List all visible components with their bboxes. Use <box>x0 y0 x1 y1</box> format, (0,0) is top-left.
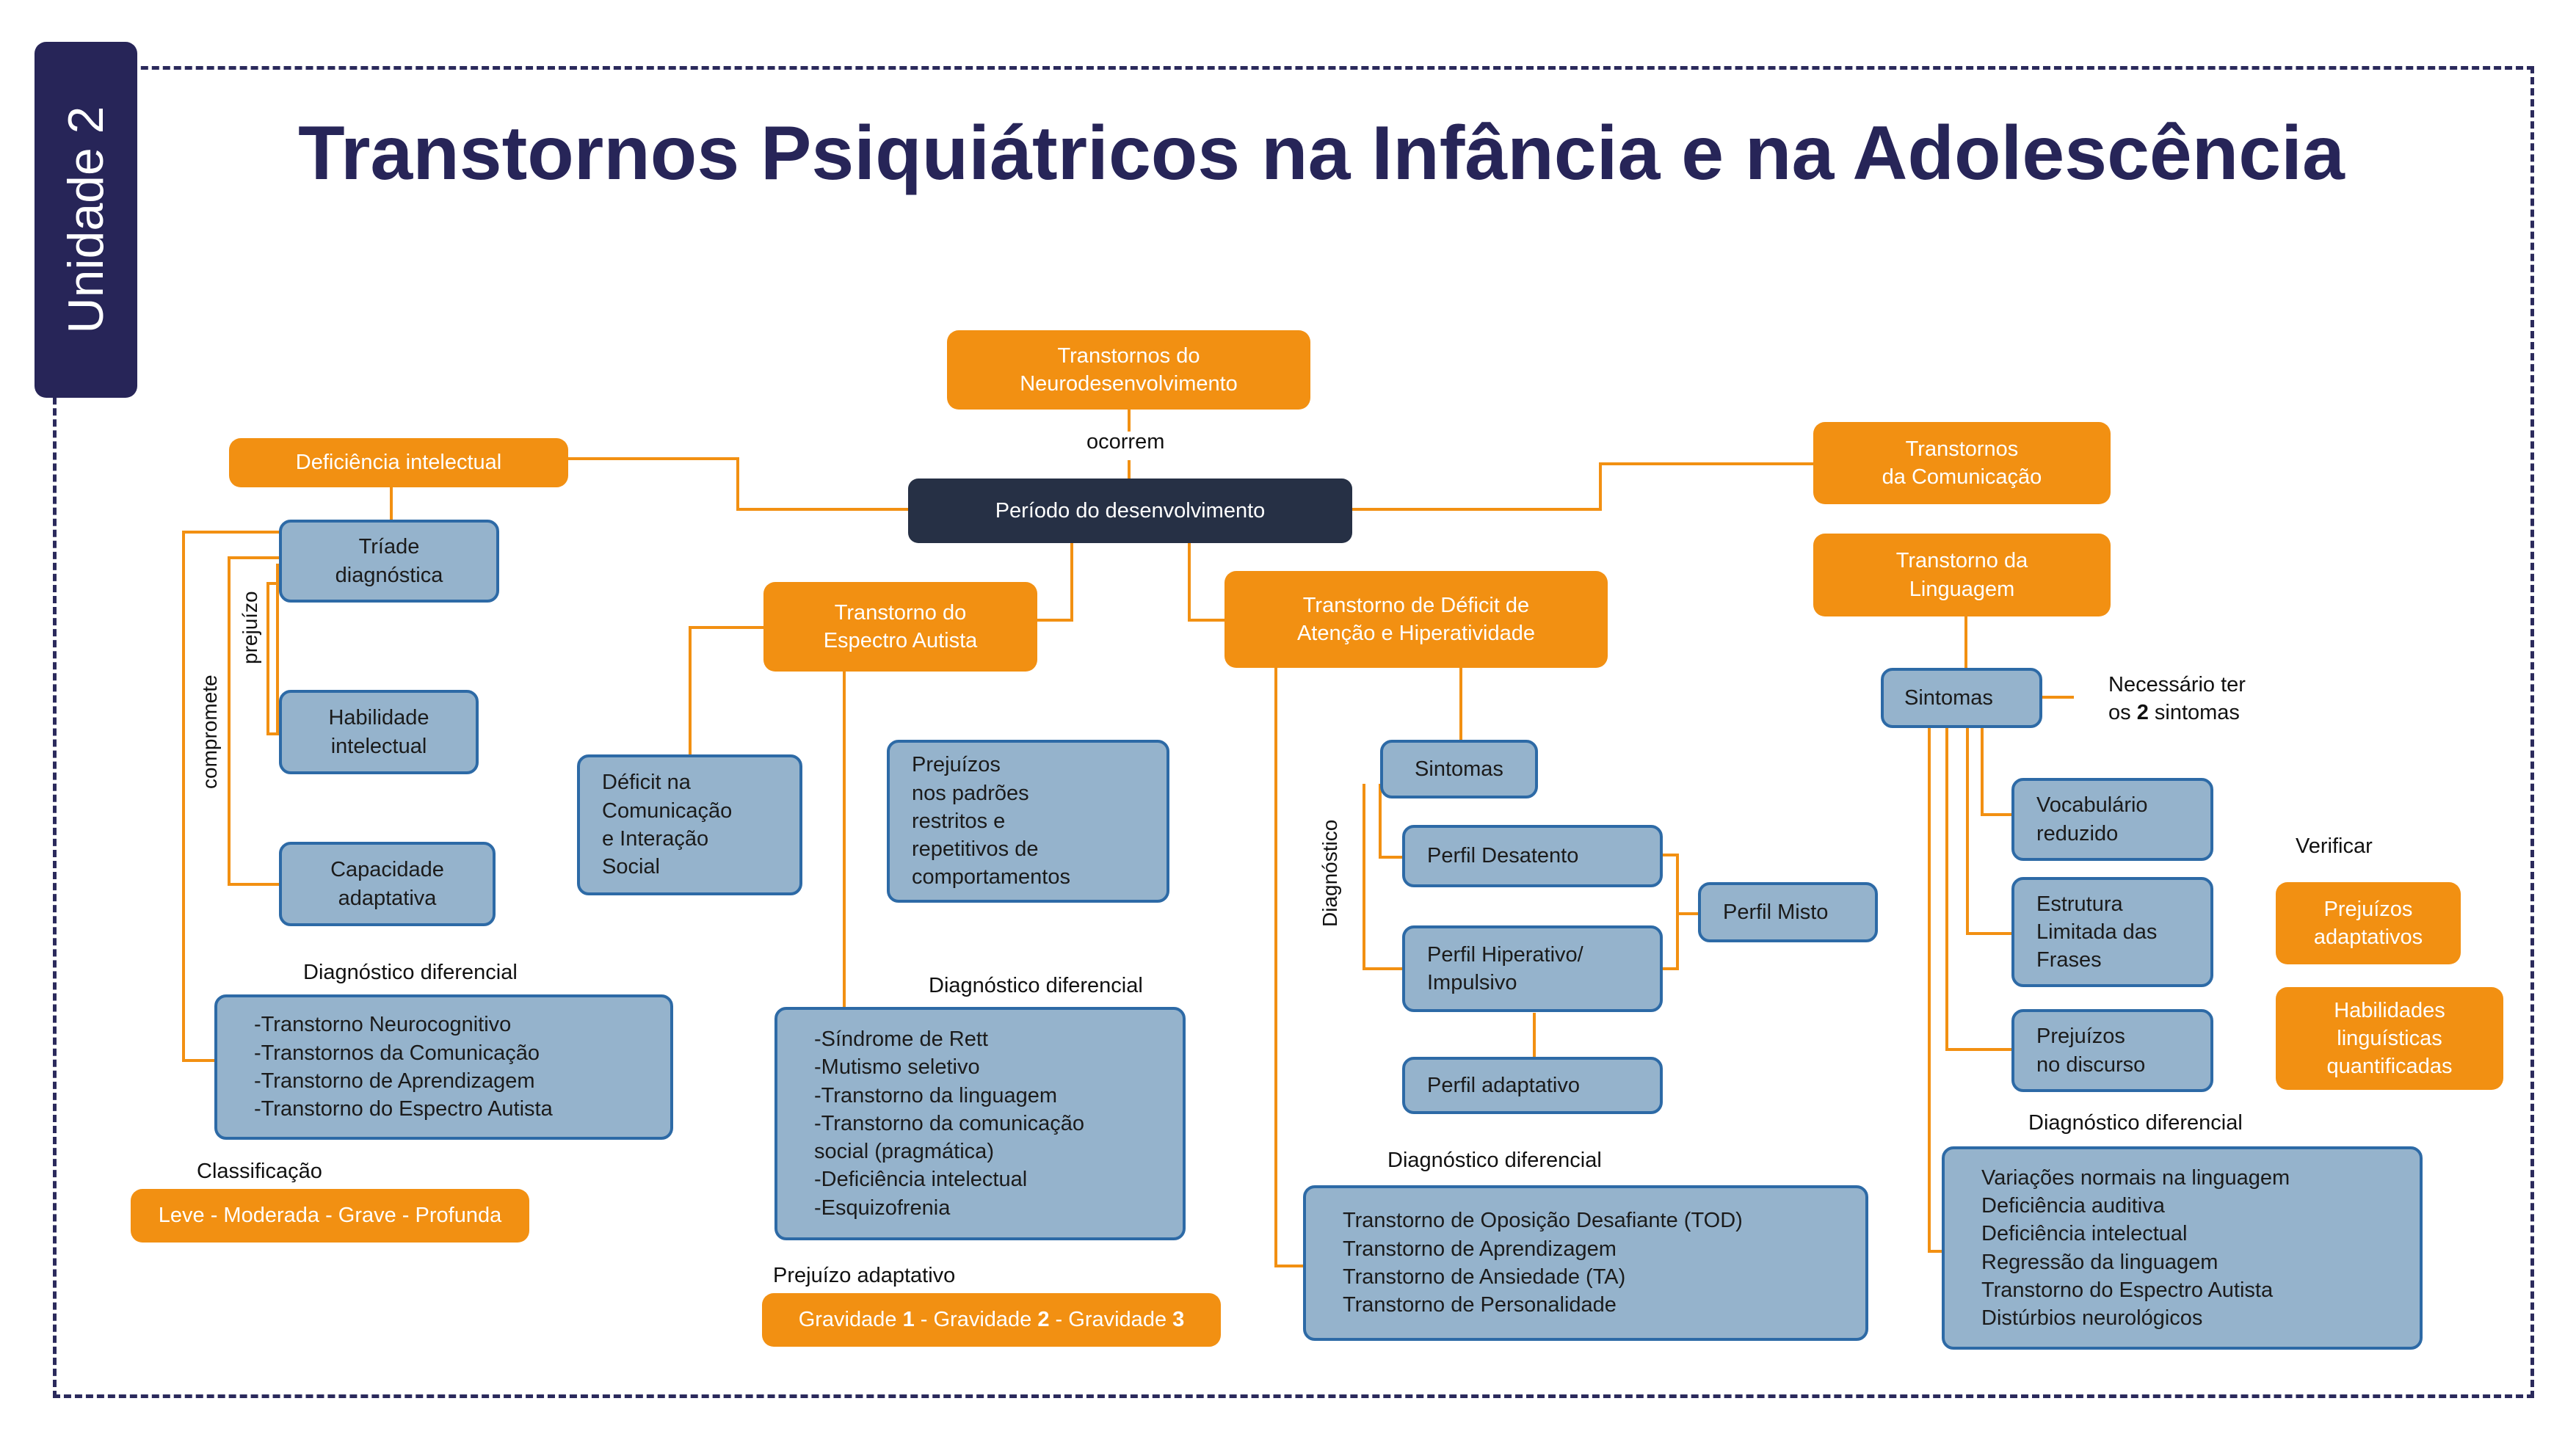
line-sintomas-hiper <box>1363 784 1402 970</box>
line-profiles-bracket <box>1663 854 1679 970</box>
transtornos-comunicacao-box: Transtornos da Comunicação <box>1813 422 2111 504</box>
di-dd-label: Diagnóstico diferencial <box>303 961 518 984</box>
vocabulario-box: Vocabulário reduzido <box>2011 778 2213 861</box>
line-sintomas-vocab <box>1981 727 2011 816</box>
prejuizos-discurso-box: Prejuízos no discurso <box>2011 1009 2213 1092</box>
perfil-hiperativo-box: Perfil Hiperativo/ Impulsivo <box>1402 925 1663 1012</box>
tdah-sintomas-box: Sintomas <box>1380 740 1538 798</box>
line-tea-deficit <box>689 626 763 756</box>
gravidade-box: Gravidade 1 - Gravidade 2 - Gravidade 3 <box>762 1293 1221 1347</box>
classificacao-label: Classificação <box>197 1160 322 1183</box>
prejuizo-label: prejuízo <box>239 591 261 664</box>
ocorrem-label: ocorrem <box>1086 430 1165 454</box>
perfil-misto-box: Perfil Misto <box>1698 882 1878 942</box>
line-sintomas-estrutura <box>1966 727 2011 935</box>
capacidade-adaptativa-box: Capacidade adaptativa <box>279 842 496 926</box>
tea-box: Transtorno do Espectro Autista <box>763 582 1037 672</box>
diagnostico-label: Diagnóstico <box>1318 819 1341 927</box>
line-sintomas-desatento <box>1379 784 1402 859</box>
tdah-box: Transtorno de Déficit de Atenção e Hiper… <box>1224 571 1608 668</box>
deficit-comunicacao-box: Déficit na Comunicação e Interação Socia… <box>577 754 802 895</box>
line-center-com <box>1352 462 1813 511</box>
prejuizos-adaptativos-box: Prejuízos adaptativos <box>2276 882 2461 964</box>
deficiencia-intelectual-box: Deficiência intelectual <box>229 438 568 487</box>
prejuizos-padroes-box: Prejuízos nos padrões restritos e repeti… <box>887 740 1169 903</box>
estrutura-box: Estrutura Limitada das Frases <box>2011 877 2213 987</box>
classificacao-box: Leve - Moderada - Grave - Profunda <box>131 1189 529 1243</box>
tdah-dd-label: Diagnóstico diferencial <box>1387 1149 1602 1172</box>
line-sintomas-prej <box>1945 727 2011 1051</box>
periodo-desenvolvimento-box: Período do desenvolvimento <box>908 479 1352 543</box>
unit-tab: Unidade 2 <box>35 42 137 398</box>
dashed-frame <box>53 66 2534 1398</box>
verificar-label: Verificar <box>2296 834 2373 858</box>
line-center-tea <box>1035 543 1073 622</box>
page-title: Transtornos Psiquiátricos na Infância e … <box>298 111 2345 196</box>
perfil-desatento-box: Perfil Desatento <box>1402 825 1663 887</box>
com-dd-box: Variações normais na linguagem Deficiênc… <box>1942 1146 2423 1350</box>
necessario-label: Necessário ter os 2 sintomas <box>2108 673 2246 724</box>
compromete-label: compromete <box>198 674 221 789</box>
line-compromete <box>228 556 279 886</box>
transtorno-linguagem-box: Transtorno da Linguagem <box>1813 534 2111 616</box>
tea-dd-label: Diagnóstico diferencial <box>929 974 1143 997</box>
tdah-dd-box: Transtorno de Oposição Desafiante (TOD) … <box>1303 1185 1868 1341</box>
di-dd-box: -Transtorno Neurocognitivo -Transtornos … <box>214 994 673 1140</box>
gravidade-text: Gravidade 1 - Gravidade 2 - Gravidade 3 <box>798 1308 1185 1332</box>
line-sintomas-dd <box>1928 727 1944 1253</box>
line-center-tdah <box>1188 543 1224 622</box>
com-dd-label: Diagnóstico diferencial <box>2028 1111 2243 1135</box>
habilidade-intelectual-box: Habilidade intelectual <box>279 690 479 774</box>
line-tdah-dd <box>1274 668 1303 1267</box>
habilidades-linguisticas-box: Habilidades linguísticas quantificadas <box>2276 987 2503 1090</box>
prejuizo-adaptativo-label: Prejuízo adaptativo <box>773 1264 956 1287</box>
com-sintomas-box: Sintomas <box>1881 668 2042 728</box>
line-di-dd <box>182 531 279 1062</box>
line-center-di <box>567 457 908 511</box>
line-prejuizo-bracket <box>266 582 279 735</box>
neurodesenvolvimento-box: Transtornos do Neurodesenvolvimento <box>947 330 1310 410</box>
triade-diagnostica-box: Tríade diagnóstica <box>279 520 499 603</box>
perfil-adaptativo-box: Perfil adaptativo <box>1402 1057 1663 1114</box>
tea-dd-box: -Síndrome de Rett -Mutismo seletivo -Tra… <box>774 1007 1186 1240</box>
